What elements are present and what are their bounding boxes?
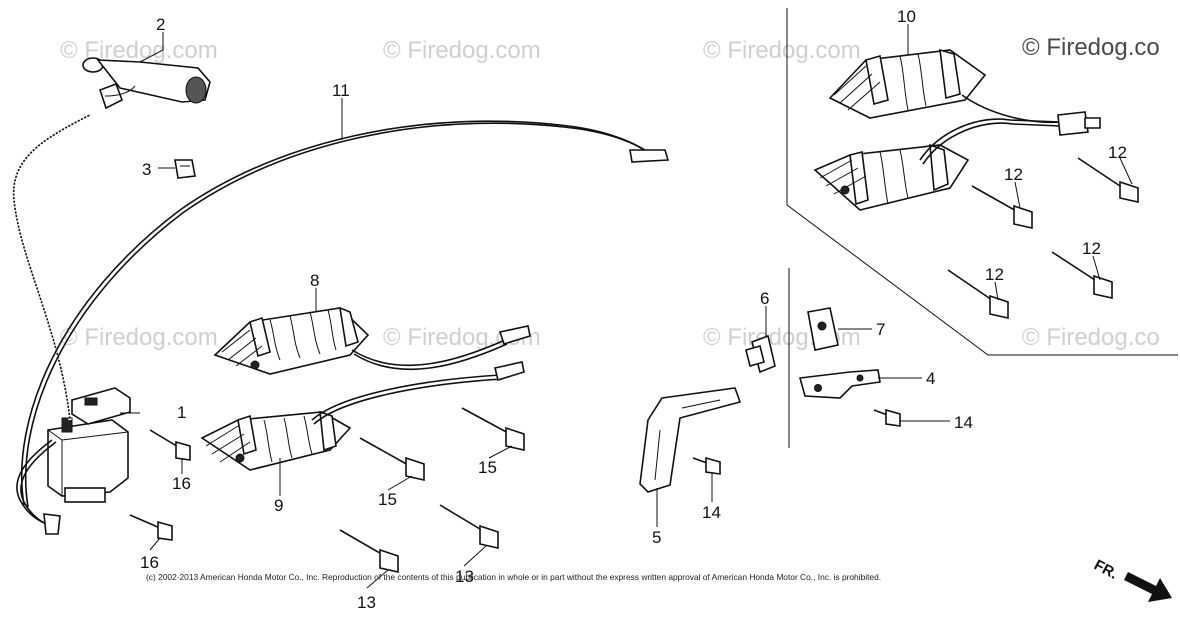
bolt-15-right — [461, 407, 525, 451]
callout-14: 14 — [954, 413, 973, 432]
watermark: © Firedog.com — [703, 37, 861, 64]
wire-bracket — [798, 369, 881, 399]
callout-9: 9 — [274, 496, 283, 515]
callout-12: 12 — [985, 265, 1004, 284]
bolt-16-lower — [129, 514, 173, 541]
grommet — [745, 334, 776, 374]
leader-lines — [120, 24, 1133, 589]
front-direction-indicator: FR. — [1091, 557, 1172, 602]
bolt-14-right — [873, 408, 901, 427]
callout-1: 1 — [177, 403, 186, 422]
watermark: © Firedog.co — [1022, 34, 1160, 61]
bolt-16-upper — [149, 429, 191, 461]
exciter-coil-upper — [213, 306, 531, 375]
callout-5: 5 — [652, 528, 661, 547]
bolt-12-c — [1051, 251, 1113, 299]
stay-bracket — [639, 387, 742, 493]
callout-4: 4 — [926, 369, 935, 388]
rubber-pad — [807, 307, 839, 351]
callout-3: 3 — [142, 160, 151, 179]
callout-10: 10 — [897, 7, 916, 26]
bolt-13-right — [439, 504, 499, 549]
callout-12: 12 — [1108, 143, 1127, 162]
bolt-15-left — [359, 437, 425, 481]
callout-2: 2 — [156, 15, 165, 34]
spark-plug-cap — [82, 57, 211, 110]
charge-coil-assembly — [813, 48, 1101, 211]
callout-12: 12 — [1082, 239, 1101, 258]
bolt-12-d — [947, 269, 1009, 319]
watermark: © Firedog.co — [1022, 324, 1160, 351]
callout-11: 11 — [332, 81, 350, 100]
watermark: © Firedog.com — [60, 324, 218, 351]
bolt-13-left — [339, 529, 399, 573]
callout-16: 16 — [172, 474, 191, 493]
callout-13: 13 — [455, 567, 474, 586]
watermark: © Firedog.com — [383, 37, 541, 64]
wire-clip — [158, 159, 196, 179]
arrow-right-icon — [1124, 572, 1172, 602]
callout-8: 8 — [310, 271, 319, 290]
bolt-12-b — [971, 185, 1033, 229]
inset-frame-upper — [786, 8, 1178, 356]
lead-wire — [20, 120, 670, 508]
copyright-notice: (c) 2002-2013 American Honda Motor Co., … — [146, 572, 881, 582]
bolt-12-a — [1077, 157, 1139, 203]
callout-16: 16 — [140, 553, 159, 572]
callout-12: 12 — [1004, 165, 1023, 184]
callout-6: 6 — [760, 289, 769, 308]
exciter-coil-lower — [200, 361, 525, 471]
callout-14: 14 — [702, 503, 721, 522]
bolt-14-left — [692, 456, 721, 475]
callout-15: 15 — [378, 490, 397, 509]
watermark: © Firedog.com — [60, 37, 218, 64]
callout-7: 7 — [876, 320, 885, 339]
callout-15: 15 — [478, 458, 497, 477]
callout-13: 13 — [357, 593, 376, 612]
direction-label: FR. — [1091, 557, 1120, 583]
